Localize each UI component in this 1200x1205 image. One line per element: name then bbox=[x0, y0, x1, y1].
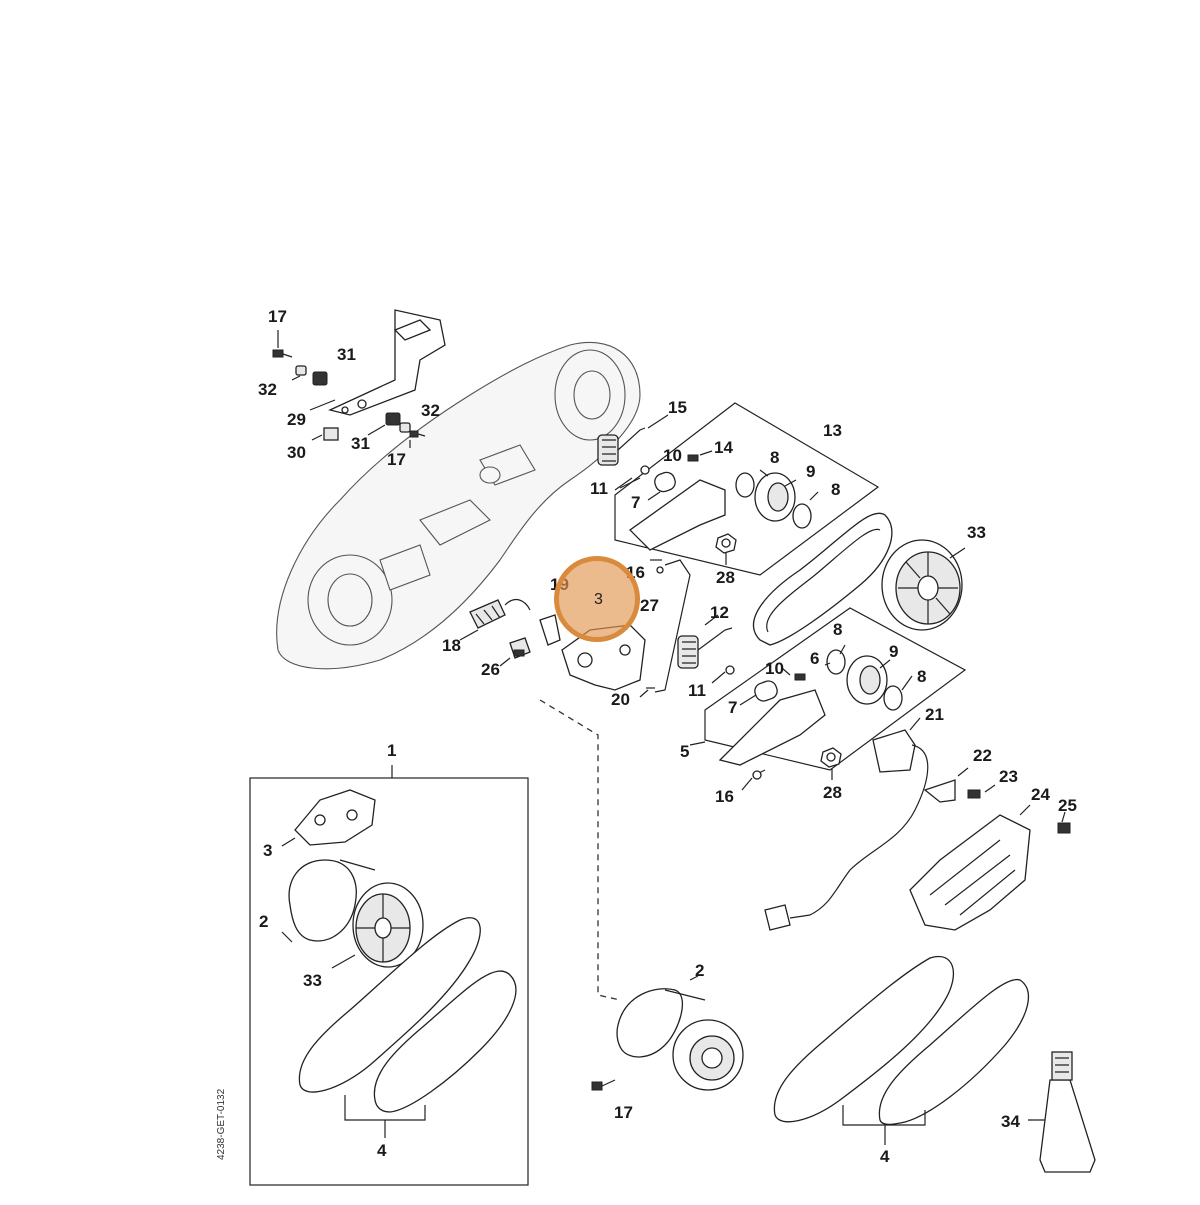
spring-12 bbox=[677, 614, 735, 684]
highlight-label: 3 bbox=[594, 591, 603, 608]
housing bbox=[276, 341, 641, 670]
label-11: 11 bbox=[590, 479, 608, 498]
label-28: 28 bbox=[716, 568, 735, 587]
label-22: 22 bbox=[973, 746, 992, 765]
bracket-22 bbox=[923, 767, 996, 803]
label-32: 32 bbox=[421, 401, 440, 420]
label-24: 24 bbox=[1031, 785, 1050, 804]
guard-24 bbox=[909, 804, 1071, 931]
block-26 bbox=[499, 637, 531, 667]
label-14: 14 bbox=[714, 438, 733, 457]
label-8: 8 bbox=[917, 667, 927, 686]
label-33: 33 bbox=[303, 971, 322, 990]
center-bracket bbox=[539, 614, 646, 691]
label-17: 17 bbox=[614, 1103, 633, 1122]
pulley-33-upper bbox=[881, 539, 966, 631]
label-10: 10 bbox=[765, 659, 784, 678]
label-2: 2 bbox=[259, 912, 269, 931]
nut-28-upper bbox=[715, 533, 737, 554]
label-25: 25 bbox=[1058, 796, 1077, 815]
label-10: 10 bbox=[663, 446, 682, 465]
label-8: 8 bbox=[833, 620, 843, 639]
sensor-21 bbox=[764, 717, 929, 931]
kit-box bbox=[249, 765, 529, 1186]
label-27: 27 bbox=[640, 596, 659, 615]
label-21: 21 bbox=[925, 705, 944, 724]
leader-lines bbox=[619, 477, 833, 791]
label-34: 34 bbox=[1001, 1112, 1020, 1131]
fasteners-top-left bbox=[272, 330, 426, 448]
label-9: 9 bbox=[889, 642, 899, 661]
label-9: 9 bbox=[806, 462, 816, 481]
label-7: 7 bbox=[728, 698, 738, 717]
belts-right bbox=[773, 955, 1030, 1145]
tensioner-lower bbox=[689, 607, 967, 780]
label-28: 28 bbox=[823, 783, 842, 802]
bracket-29 bbox=[328, 309, 446, 416]
label-12: 12 bbox=[710, 603, 729, 622]
label-4: 4 bbox=[880, 1147, 890, 1166]
label-18: 18 bbox=[442, 636, 461, 655]
highlight-marker[interactable] bbox=[554, 556, 640, 642]
drawing-code: 4238-GET-0132 bbox=[216, 1088, 227, 1160]
label-2: 2 bbox=[695, 961, 705, 980]
label-29: 29 bbox=[287, 410, 306, 429]
label-15: 15 bbox=[668, 398, 687, 417]
grease-tube-34 bbox=[1028, 1051, 1096, 1173]
label-8: 8 bbox=[770, 448, 780, 467]
label-17: 17 bbox=[387, 450, 406, 469]
tensioner-upper bbox=[614, 402, 880, 576]
label-1: 1 bbox=[387, 741, 397, 760]
label-26: 26 bbox=[481, 660, 500, 679]
label-20: 20 bbox=[611, 690, 630, 709]
label-5: 5 bbox=[680, 742, 690, 761]
rod-27 bbox=[646, 559, 691, 693]
label-17: 17 bbox=[268, 307, 287, 326]
belt-middle bbox=[753, 512, 893, 646]
label-33: 33 bbox=[967, 523, 986, 542]
label-13: 13 bbox=[823, 421, 842, 440]
label-3: 3 bbox=[263, 841, 273, 860]
spring-18 bbox=[459, 598, 531, 641]
label-7: 7 bbox=[631, 493, 641, 512]
label-11: 11 bbox=[688, 681, 706, 700]
label-4: 4 bbox=[377, 1141, 387, 1160]
label-6: 6 bbox=[810, 649, 820, 668]
label-16: 16 bbox=[715, 787, 734, 806]
label-8: 8 bbox=[831, 480, 841, 499]
spring-2-lower bbox=[591, 975, 744, 1091]
label-30: 30 bbox=[287, 443, 306, 462]
label-32: 32 bbox=[258, 380, 277, 399]
label-31: 31 bbox=[337, 345, 356, 364]
label-31: 31 bbox=[351, 434, 370, 453]
nut-28-lower bbox=[820, 747, 842, 768]
spring-15 bbox=[597, 414, 669, 466]
label-23: 23 bbox=[999, 767, 1018, 786]
